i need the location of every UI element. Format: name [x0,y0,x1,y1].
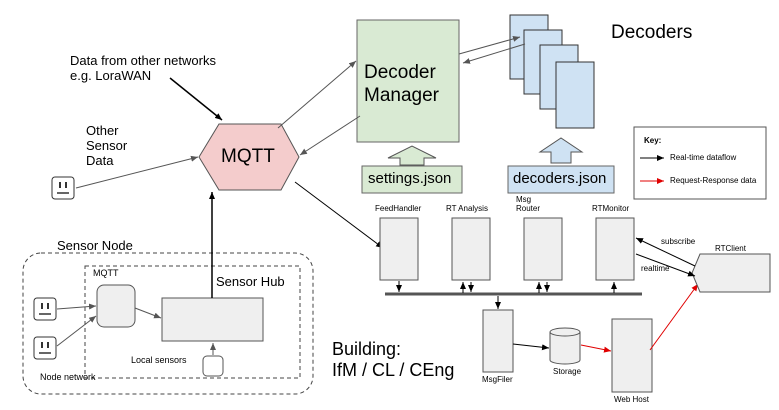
web-host-label: Web Host [614,395,649,404]
local-sensors-label: Local sensors [131,355,187,365]
mqtt-label: MQTT [221,146,275,167]
feedhandler-label: FeedHandler [375,204,422,213]
realtime-label: realtime [641,264,670,273]
rt-analysis-label: RT Analysis [446,204,488,213]
settings-json-box [361,165,463,194]
storage-cylinder [549,327,581,365]
sensor-node-title: Sensor Node [57,238,133,253]
node-mqtt-shape [96,284,136,328]
sensor-hub-shape [161,297,264,342]
web-host-box [611,318,653,393]
decoders-json-box [507,165,615,194]
rtclient-label: RTClient [715,244,746,253]
node-network-container [84,265,301,379]
rtclient-shape [691,253,771,293]
other-sensor-data-label: Other Sensor Data [86,123,128,168]
feedhandler-box [379,217,419,281]
plug-icon [33,297,57,321]
decoder-manager-label: Decoder Manager [364,62,439,106]
plug-icon [33,336,57,360]
settings-json-label: settings.json [368,170,452,187]
settings-up-arrow [387,145,437,166]
building-label: Building: IfM / CL / CEng [332,339,455,381]
sensor-hub-label: Sensor Hub [216,274,285,289]
rt-analysis-box [451,217,491,281]
rtmonitor-label: RTMonitor [592,204,630,213]
subscribe-label: subscribe [661,237,696,246]
rtmonitor-box [595,217,635,281]
key-box [633,126,767,200]
sensor-node-container [22,252,314,395]
msg-router-label: Msg Router [516,195,541,214]
storage-label: Storage [553,367,582,376]
decoders-up-arrow [538,137,584,164]
key-realtime-label: Real-time dataflow [670,153,737,162]
node-mqtt-label: MQTT [93,268,119,278]
local-sensor-shape [202,355,224,377]
decoders-json-label: decoders.json [513,170,607,187]
decoders-stack [509,14,595,129]
mqtt-broker-shape [198,123,300,191]
decoders-label: Decoders [611,22,693,43]
msgfiler-label: MsgFiler [482,375,513,384]
key-request-response-label: Request-Response data [670,176,757,185]
msgfiler-box [482,309,514,373]
plug-icon [51,176,75,200]
external-source-label: Data from other networks e.g. LoraWAN [70,53,216,83]
decoder-manager-shape [356,19,460,143]
node-network-label: Node network [40,372,96,382]
msg-router-box [523,217,563,281]
key-title: Key: [644,136,662,145]
